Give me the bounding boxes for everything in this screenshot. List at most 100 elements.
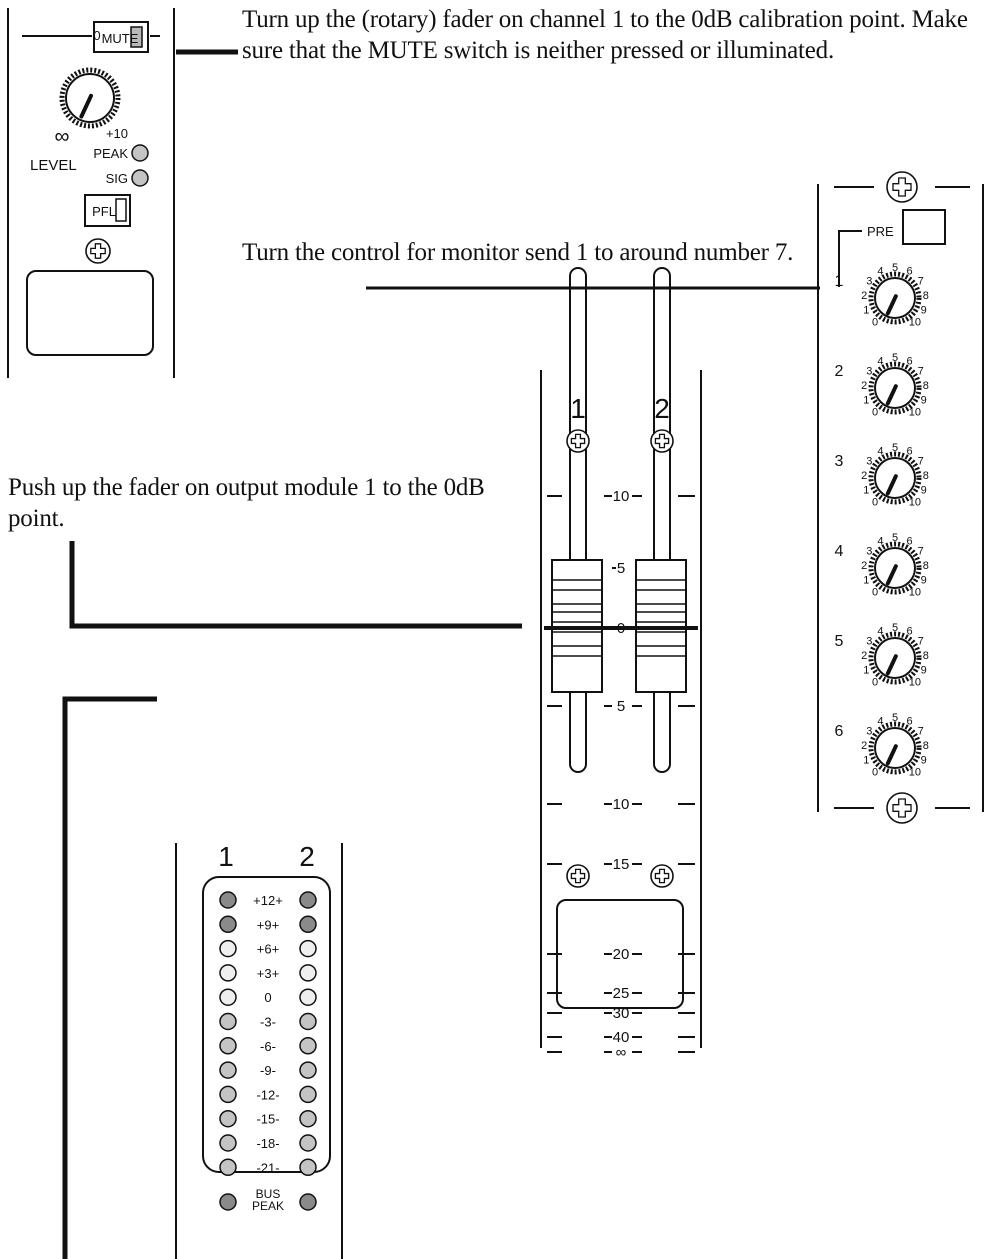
meter-led-rows: +12++9++6++3+0-3--6--9--12--15--18--21- xyxy=(219,891,317,1177)
meter-level-label: -21- xyxy=(256,1160,279,1175)
meter-level-label: +12+ xyxy=(253,893,283,908)
meter-channel-number: 2 xyxy=(299,841,315,872)
send-number-label: 1 xyxy=(835,273,844,290)
send-number-label: 5 xyxy=(835,633,844,650)
send-number-label: 2 xyxy=(835,363,844,380)
send-number-label: 6 xyxy=(835,723,844,740)
meter-led-right xyxy=(299,1085,317,1104)
send-scale-label: 4 xyxy=(877,626,883,638)
scale-label: 25 xyxy=(613,985,630,1002)
meter-led-right xyxy=(299,1134,317,1152)
screw-rim xyxy=(886,171,918,203)
knob-serration xyxy=(868,631,922,685)
output-leader-line xyxy=(69,541,522,629)
level-knob-max-label: +10 xyxy=(106,126,128,141)
meter-leader-line xyxy=(62,696,157,1259)
send-scale-label: 9 xyxy=(921,395,927,407)
mute-switch-outline[interactable] xyxy=(93,21,149,53)
send-scale-label: 6 xyxy=(906,536,912,548)
send-scale-label: 0 xyxy=(872,407,878,419)
level-knob[interactable] xyxy=(59,67,121,129)
send-scale-label: 10 xyxy=(909,587,921,599)
send-scale-label: 10 xyxy=(909,317,921,329)
sig-label: SIG xyxy=(106,171,128,186)
scale-label: 5 xyxy=(617,698,625,715)
knob-body xyxy=(874,277,916,319)
send-scale-label: 9 xyxy=(921,485,927,497)
send-scale-label: 9 xyxy=(921,305,927,317)
meter-level-label: -3- xyxy=(260,1015,276,1030)
pre-switch[interactable] xyxy=(902,209,946,245)
knob-body xyxy=(874,457,916,499)
knob-pointer xyxy=(885,384,898,406)
send-scale-label: 2 xyxy=(861,650,867,662)
send-scale-label: 5 xyxy=(892,442,898,454)
knob-body xyxy=(874,637,916,679)
send-scale-label: 8 xyxy=(923,650,929,662)
knob-serration xyxy=(59,67,121,129)
peak-led xyxy=(131,144,149,162)
send-scale-label: 8 xyxy=(923,740,929,752)
channel-strip xyxy=(7,8,175,378)
screw-cross-icon xyxy=(90,243,106,259)
meter-panel xyxy=(202,876,331,1173)
output-label-area xyxy=(556,899,684,1009)
send-scale-label: 0 xyxy=(872,767,878,779)
send-scale-label: 9 xyxy=(921,755,927,767)
knob-body xyxy=(874,547,916,589)
send-scale-label: 5 xyxy=(892,532,898,544)
meter-level-label: -18- xyxy=(256,1136,279,1151)
knob-pointer xyxy=(885,294,898,316)
knob-pointer xyxy=(885,654,898,676)
send-scale-label: 4 xyxy=(877,716,883,728)
send-scale-label: 6 xyxy=(906,266,912,278)
send-scale-label: 5 xyxy=(892,622,898,634)
meter-channel-number: 1 xyxy=(218,841,234,872)
output-module xyxy=(540,267,702,1048)
mute-indicator xyxy=(130,26,143,48)
send-scale-label: 10 xyxy=(909,407,921,419)
meter-led-right xyxy=(299,891,317,909)
send-scale-label: 7 xyxy=(918,636,924,648)
fader-track-2 xyxy=(653,267,671,773)
meter-led-right xyxy=(299,964,317,982)
pfl-switch-outline[interactable] xyxy=(84,194,131,227)
level-knob-min-label: ∞ xyxy=(55,125,70,148)
send-scale-label: 3 xyxy=(866,366,872,378)
bus-peak-led-left xyxy=(219,1193,237,1211)
screw-rim xyxy=(85,238,111,264)
send-scale-label: 8 xyxy=(923,560,929,572)
meter-level-label: -15- xyxy=(256,1112,279,1127)
meter-level-label: -6- xyxy=(260,1039,276,1054)
meter-led-left xyxy=(219,1012,237,1031)
output-screws xyxy=(566,429,674,888)
send-scale-label: 7 xyxy=(918,276,924,288)
send-scale-label: 8 xyxy=(923,380,929,392)
meter-led-right xyxy=(299,1109,317,1128)
meter-led-left xyxy=(219,1109,237,1128)
knob-body xyxy=(65,73,115,123)
send-scale-label: 3 xyxy=(866,456,872,468)
send-scale-label: 8 xyxy=(923,290,929,302)
channel-label-area xyxy=(26,270,154,356)
scale-label: ∞ xyxy=(616,1044,627,1061)
meter-led-left xyxy=(219,964,237,982)
meter-led-left xyxy=(219,988,237,1006)
knob-serration xyxy=(868,541,922,595)
meter-led-left xyxy=(219,1085,237,1104)
send-scale-label: 3 xyxy=(866,546,872,558)
send-scale-label: 7 xyxy=(918,726,924,738)
knob-serration xyxy=(868,451,922,505)
output-channel-number: 2 xyxy=(654,393,670,424)
knob-serration xyxy=(868,271,922,325)
send-scale-label: 10 xyxy=(909,497,921,509)
send-scale-label: 4 xyxy=(877,536,883,548)
send-scale-label: 1 xyxy=(863,485,869,497)
meter-module xyxy=(175,843,343,1259)
scale-label: 0 xyxy=(617,620,625,637)
send-scale-label: 4 xyxy=(877,356,883,368)
